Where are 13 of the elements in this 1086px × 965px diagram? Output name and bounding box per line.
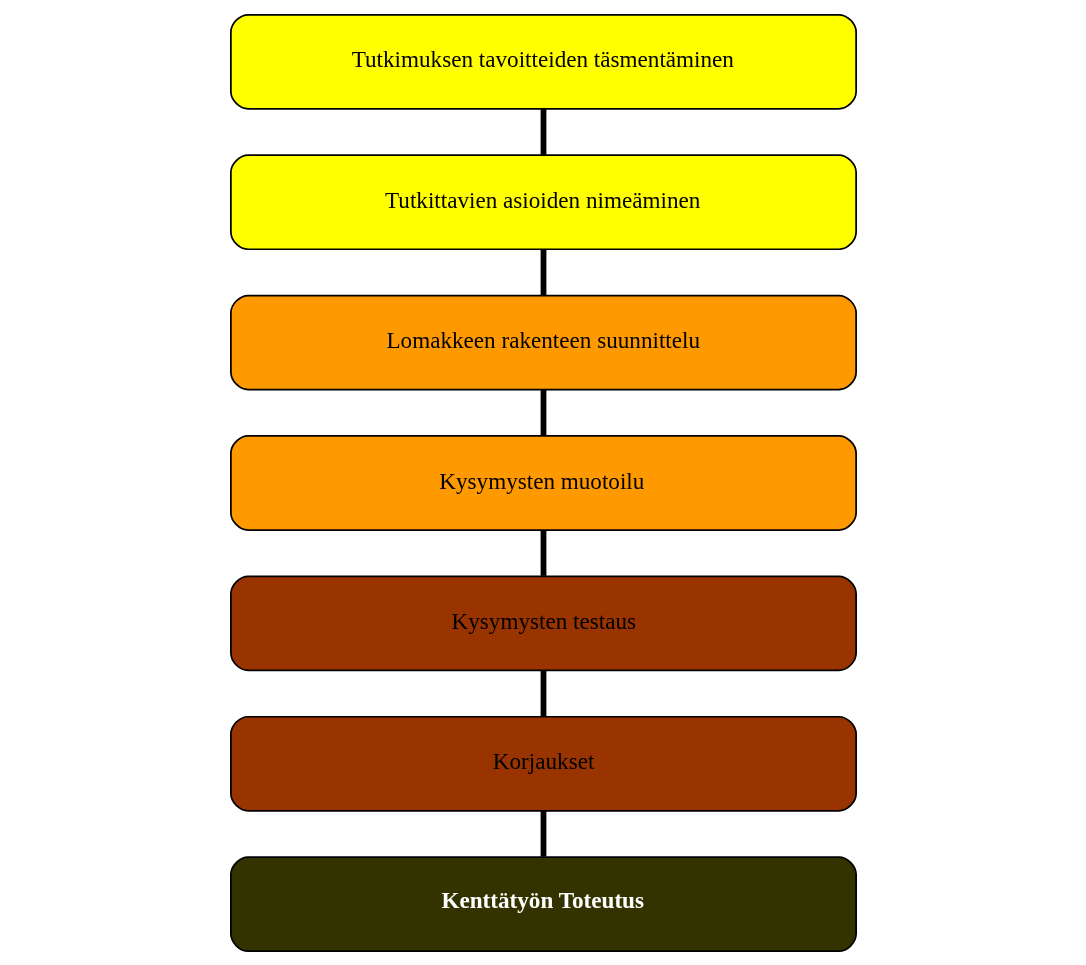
connector (540, 108, 546, 155)
node-box: Tutkimuksen tavoitteiden täsmentäminen (229, 13, 857, 110)
connector (540, 810, 546, 857)
node-box: Korjaukset (229, 715, 857, 812)
node-box: Lomakkeen rakenteen suunnittelu (229, 294, 857, 390)
connector (540, 389, 546, 435)
node-box: Kenttätyön Toteutus (229, 855, 857, 952)
node-box: Tutkittavien asioiden nimeäminen (229, 153, 857, 250)
node-box: Kysymysten muotoilu (229, 434, 857, 531)
node-box: Kysymysten testaus (229, 575, 857, 671)
connector (540, 248, 546, 295)
connector (540, 670, 546, 716)
connector (540, 529, 546, 576)
